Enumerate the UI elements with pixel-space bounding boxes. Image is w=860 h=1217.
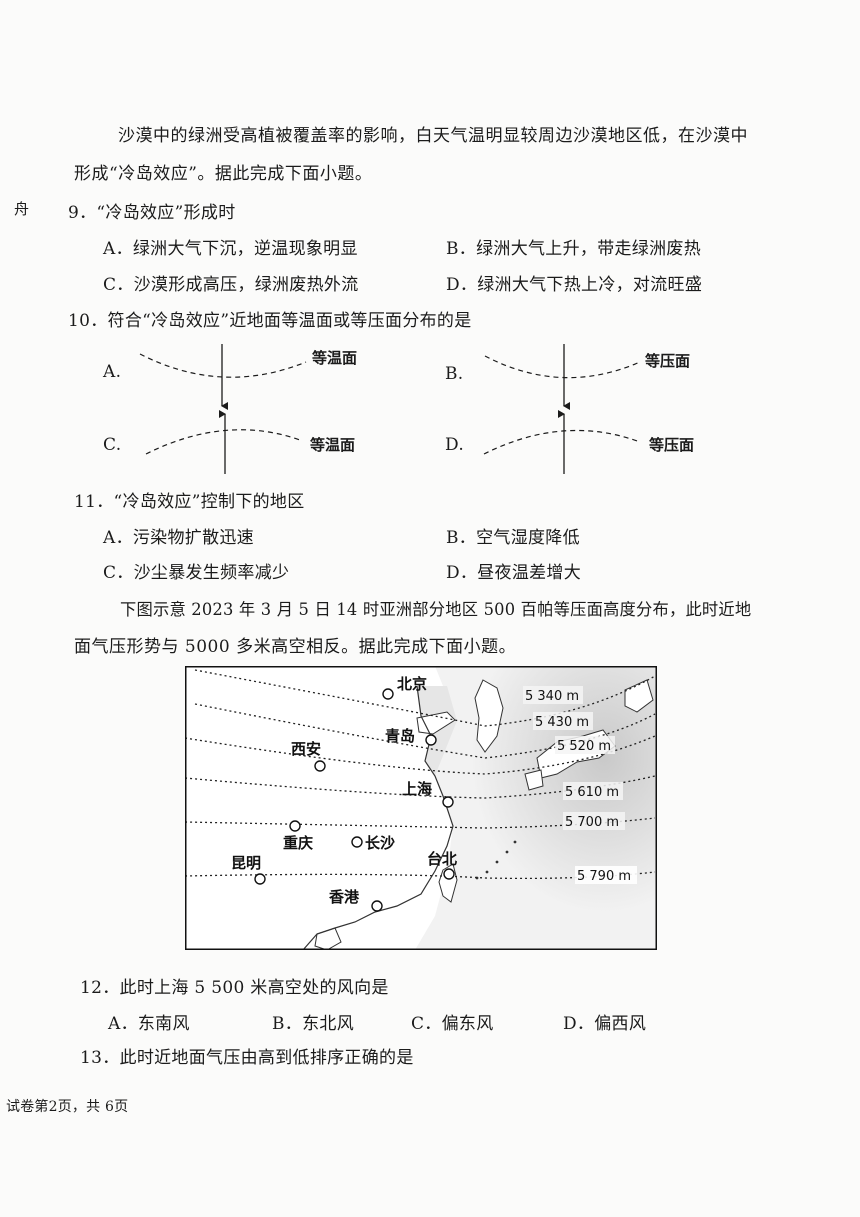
isotherm-curve [145,429,301,455]
city-marker-chongqing [289,820,301,832]
q10-letter-a: A. [103,362,122,382]
city-marker-taibei [443,868,455,880]
contour-label-5430: 5 430 m [535,715,589,730]
q11-stem: 11．“冷岛效应”控制下的地区 [74,492,305,512]
city-marker-shanghai [442,796,454,808]
ryukyu-dot [485,870,489,874]
q9-option-a: A．绿洲大气下沉，逆温现象明显 [103,239,358,259]
city-marker-kunming [254,873,266,885]
contour-5520 [185,735,656,775]
intro1-line2: 形成“冷岛效应”。据此完成下面小题。 [74,164,373,184]
ryukyu-dot [495,860,499,864]
q11-option-c: C．沙尘暴发生频率减少 [103,563,290,583]
ryukyu-dot [505,850,509,854]
intro1-line1: 沙漠中的绿洲受高植被覆盖率的影响，白天气温明显较周边沙漠地区低，在沙漠中 [118,126,748,146]
q13-stem: 13．此时近地面气压由高到低排序正确的是 [80,1048,414,1068]
q10-letter-d: D. [445,435,465,455]
contour-label-5700: 5 700 m [565,815,619,830]
q12-option-b: B．东北风 [272,1014,354,1034]
q10-diagram-b [484,344,641,410]
city-label-shanghai: 上海 [402,780,432,798]
contour-5340 [194,669,656,727]
q12-option-c: C．偏东风 [411,1014,494,1034]
city-label-qingdao: 青岛 [385,727,415,745]
q9-option-b: B．绿洲大气上升，带走绿洲废热 [446,239,701,259]
japan-kyushu [524,769,544,791]
intro2-line1: 下图示意 2023 年 3 月 5 日 14 时亚洲部分地区 500 百帕等压面… [120,600,752,619]
intro2-line2: 面气压形势与 5000 多米高空相反。据此完成下面小题。 [74,637,517,657]
city-marker-xian [314,760,326,772]
q12-option-d: D．偏西风 [563,1014,647,1034]
q10-letter-c: C. [103,435,122,455]
q9-stem: 9．“冷岛效应”形成时 [68,203,236,223]
city-label-xianggang: 香港 [329,888,360,906]
ryukyu-dot [513,840,517,844]
china-coastline [302,685,454,950]
q11-option-a: A．污染物扩散迅速 [103,528,254,548]
city-marker-changsha [351,836,363,848]
contour-label-5520: 5 520 m [557,739,611,754]
q10-label-b: 等压面 [645,352,691,370]
q12-option-a: A．东南风 [108,1014,190,1034]
city-label-xian: 西安 [291,740,321,758]
q12-stem: 12．此时上海 5 500 米高空处的风向是 [80,978,389,998]
q10-letter-b: B. [445,364,464,384]
q10-stem: 10．符合“冷岛效应”近地面等温面或等压面分布的是 [68,311,472,331]
q11-option-b: B．空气湿度降低 [446,528,580,548]
q9-option-d: D．绿洲大气下热上冷，对流旺盛 [446,275,703,295]
q10-diagram-a [139,344,307,410]
map-frame [185,666,657,950]
margin-mark: 舟 [14,200,30,218]
korea-peninsula [474,679,504,753]
page-footer: 试卷第2页，共 6页 [6,1099,129,1115]
city-label-kunming: 昆明 [231,854,261,872]
city-label-chongqing: 重庆 [283,834,313,852]
contour-label-5610: 5 610 m [565,785,619,800]
isobaric-height-map: 5 340 m 5 430 m 5 520 m 5 610 m 5 700 m … [185,666,657,950]
q10-label-c: 等温面 [310,436,356,454]
city-label-beijing: 北京 [397,675,427,693]
q11-option-d: D．昼夜温差增大 [446,563,582,583]
city-marker-beijing [382,688,394,700]
isotherm-curve [139,353,307,378]
q10-diagram-c [145,410,301,474]
shandong-peninsula [416,711,456,735]
isobar-curve [483,429,641,455]
q10-label-d: 等压面 [649,436,695,454]
q9-option-c: C．沙漠形成高压，绿洲废热外流 [103,275,359,295]
city-label-taibei: 台北 [427,850,457,868]
city-label-changsha: 长沙 [365,834,395,852]
contour-label-5790: 5 790 m [577,869,631,884]
city-marker-xianggang [371,900,383,912]
q10-label-a: 等温面 [312,349,358,367]
city-marker-qingdao [425,734,437,746]
contour-label-5340: 5 340 m [525,689,579,704]
contour-5430 [194,703,656,759]
q10-diagram-d [483,410,641,474]
isobar-curve [484,355,641,379]
